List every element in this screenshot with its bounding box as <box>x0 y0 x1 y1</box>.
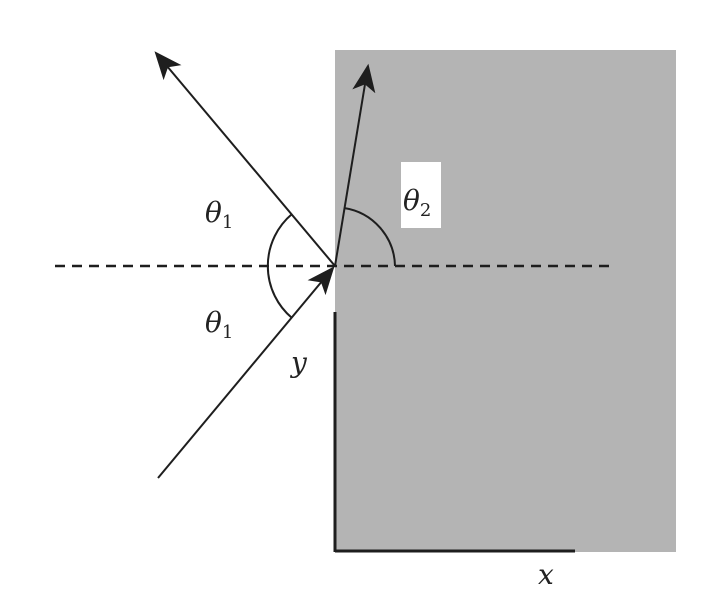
x-axis-label: x <box>538 558 554 591</box>
theta2-label-background <box>401 162 441 228</box>
reflected-ray <box>154 51 336 267</box>
theta1-angle-arc <box>266 213 293 319</box>
theta2-angle-arc <box>343 207 396 267</box>
medium-region <box>335 50 676 552</box>
refracted-ray <box>334 63 376 267</box>
theta1-bottom-label: θ1 <box>205 306 233 343</box>
y-axis-label: y <box>289 346 308 379</box>
incident-ray <box>157 266 335 479</box>
theta1-top-label: θ1 <box>205 196 233 233</box>
theta2-label: θ2 <box>403 184 431 221</box>
